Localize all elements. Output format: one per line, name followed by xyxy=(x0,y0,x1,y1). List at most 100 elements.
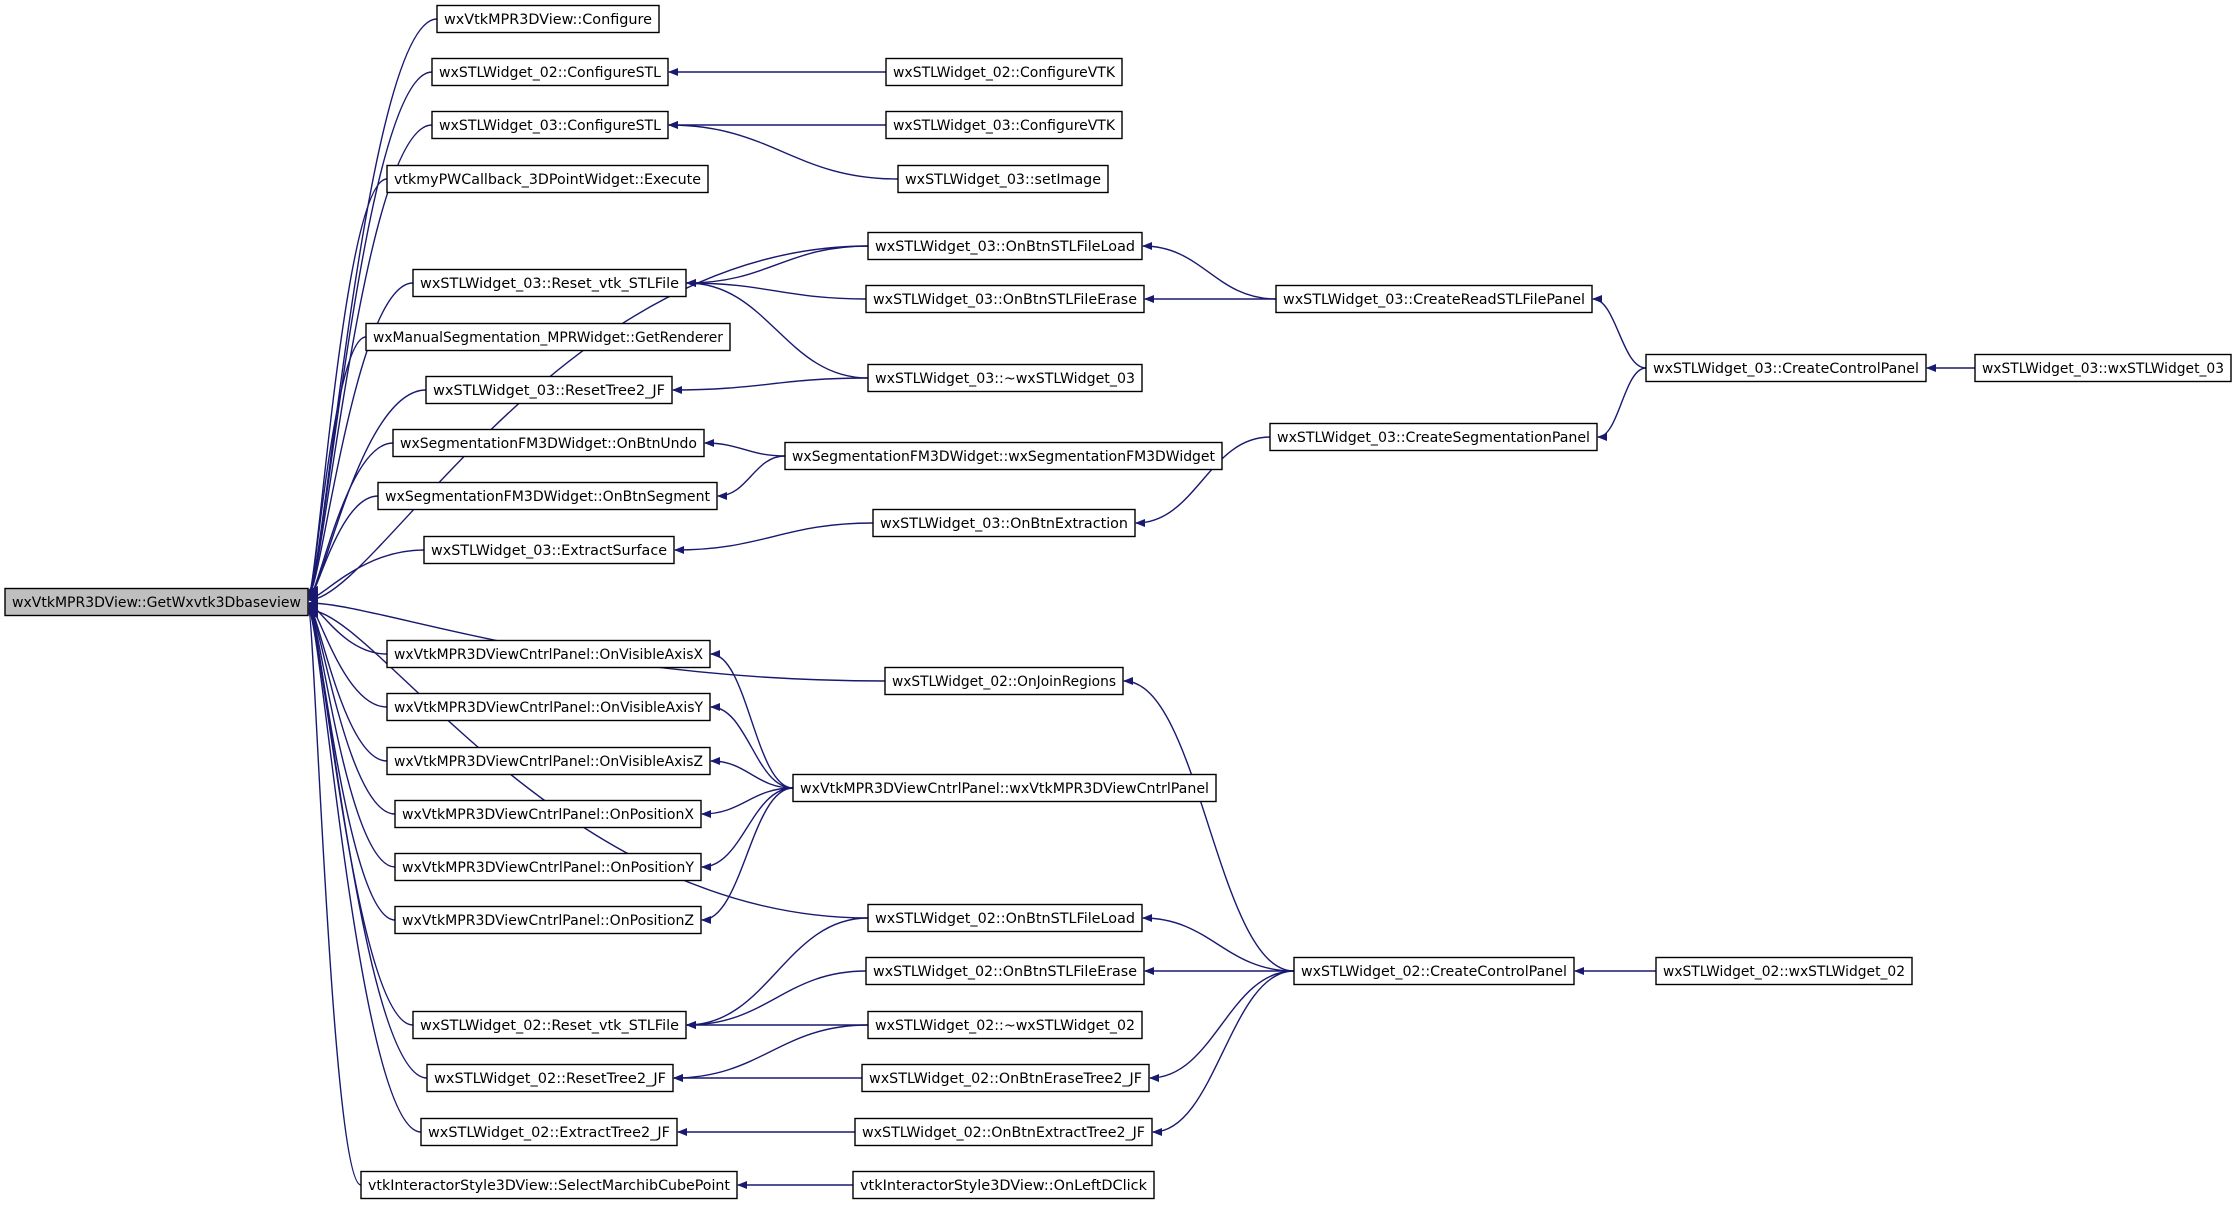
node-box xyxy=(897,164,1109,194)
node-box xyxy=(885,57,1123,87)
edge-d4-to-root xyxy=(308,245,869,604)
node-label: wxVtkMPR3DViewCntrlPanel::OnPositionY xyxy=(402,860,694,876)
node-label: wxVtkMPR3DViewCntrlPanel::OnVisibleAxisY xyxy=(394,700,703,716)
graph-node-c20[interactable]: vtkInteractorStyle3DView::SelectMarchibC… xyxy=(360,1170,738,1200)
node-label: wxSTLWidget_02::Reset_vtk_STLFile xyxy=(420,1018,679,1034)
graph-node-c10[interactable]: wxSTLWidget_03::ExtractSurface xyxy=(423,535,675,565)
edge-d10-to-c14 xyxy=(701,787,794,818)
graph-node-c12[interactable]: wxVtkMPR3DViewCntrlPanel::OnVisibleAxisY xyxy=(386,692,711,722)
graph-node-c8[interactable]: wxSegmentationFM3DWidget::OnBtnUndo xyxy=(392,428,705,458)
graph-node-e2[interactable]: wxSTLWidget_03::CreateSegmentationPanel xyxy=(1269,422,1598,452)
graph-node-d15[interactable]: wxSTLWidget_02::OnBtnExtractTree2_JF xyxy=(854,1117,1153,1147)
graph-node-c3[interactable]: wxSTLWidget_03::ConfigureSTL xyxy=(431,110,669,140)
edge-d4-to-c5 xyxy=(686,245,869,287)
node-label: wxSTLWidget_03::CreateControlPanel xyxy=(1653,361,1919,377)
graph-node-c17[interactable]: wxSTLWidget_02::Reset_vtk_STLFile xyxy=(412,1010,687,1040)
graph-node-c6[interactable]: wxManualSegmentation_MPRWidget::GetRende… xyxy=(365,322,731,352)
edge-c14-to-root xyxy=(308,603,396,815)
node-box xyxy=(386,639,711,669)
graph-node-c15[interactable]: wxVtkMPR3DViewCntrlPanel::OnPositionY xyxy=(394,852,702,882)
edge-d5-to-c5 xyxy=(686,279,867,300)
node-label: wxVtkMPR3DViewCntrlPanel::OnVisibleAxisZ xyxy=(394,754,703,770)
node-box xyxy=(865,956,1145,986)
edge-f1-to-e1 xyxy=(1592,295,1647,369)
graph-node-c13[interactable]: wxVtkMPR3DViewCntrlPanel::OnVisibleAxisZ xyxy=(386,746,711,776)
graph-node-c9[interactable]: wxSegmentationFM3DWidget::OnBtnSegment xyxy=(377,481,718,511)
node-label: wxVtkMPR3DView::GetWxvtk3Dbaseview xyxy=(12,595,301,611)
node-box xyxy=(1974,353,2232,383)
graph-node-c5[interactable]: wxSTLWidget_03::Reset_vtk_STLFile xyxy=(412,268,687,298)
graph-node-d3[interactable]: wxSTLWidget_03::setImage xyxy=(897,164,1109,194)
node-label: wxSTLWidget_02::OnBtnSTLFileLoad xyxy=(875,911,1135,927)
node-label: wxSTLWidget_03::ResetTree2_JF xyxy=(433,383,665,399)
graph-node-c19[interactable]: wxSTLWidget_02::ExtractTree2_JF xyxy=(420,1117,678,1147)
graph-node-root[interactable]: wxVtkMPR3DView::GetWxvtk3Dbaseview xyxy=(4,587,309,617)
edge-d8-to-c10 xyxy=(674,522,874,554)
graph-node-c1[interactable]: wxVtkMPR3DView::Configure xyxy=(436,4,660,34)
graph-node-d5[interactable]: wxSTLWidget_03::OnBtnSTLFileErase xyxy=(865,284,1145,314)
node-box xyxy=(420,1117,678,1147)
node-box xyxy=(377,481,718,511)
graph-node-e3[interactable]: wxSTLWidget_02::CreateControlPanel xyxy=(1293,956,1575,986)
node-label: wxVtkMPR3DViewCntrlPanel::OnVisibleAxisX xyxy=(394,647,703,663)
node-label: vtkInteractorStyle3DView::OnLeftDClick xyxy=(860,1178,1148,1194)
graph-node-c2[interactable]: wxSTLWidget_02::ConfigureSTL xyxy=(431,57,669,87)
edge-d10-to-c12 xyxy=(710,703,794,789)
node-box xyxy=(426,1063,674,1093)
graph-node-d14[interactable]: wxSTLWidget_02::OnBtnEraseTree2_JF xyxy=(861,1063,1150,1093)
edge-d13-to-c18 xyxy=(673,1024,869,1082)
edge-e3-to-d14 xyxy=(1149,970,1295,1082)
node-box xyxy=(431,110,669,140)
graph-node-c16[interactable]: wxVtkMPR3DViewCntrlPanel::OnPositionZ xyxy=(394,905,702,935)
node-box xyxy=(1269,422,1598,452)
edge-c5-to-root xyxy=(308,282,414,598)
graph-node-c11[interactable]: wxVtkMPR3DViewCntrlPanel::OnVisibleAxisX xyxy=(386,639,711,669)
edge-e2-to-d8 xyxy=(1135,436,1271,527)
graph-node-c4[interactable]: vtkmyPWCallback_3DPointWidget::Execute xyxy=(386,164,709,194)
graph-node-d9[interactable]: wxSTLWidget_02::OnJoinRegions xyxy=(884,666,1124,696)
graph-node-c14[interactable]: wxVtkMPR3DViewCntrlPanel::OnPositionX xyxy=(394,799,702,829)
edge-d7-to-c8 xyxy=(704,439,786,457)
graph-node-c18[interactable]: wxSTLWidget_02::ResetTree2_JF xyxy=(426,1063,674,1093)
node-box xyxy=(852,1170,1155,1200)
graph-node-d4[interactable]: wxSTLWidget_03::OnBtnSTLFileLoad xyxy=(867,231,1143,261)
graph-node-d10[interactable]: wxVtkMPR3DViewCntrlPanel::wxVtkMPR3DView… xyxy=(792,773,1217,803)
edge-d6-to-c5 xyxy=(686,279,869,379)
node-box xyxy=(423,535,675,565)
node-box xyxy=(386,164,709,194)
graph-node-d7[interactable]: wxSegmentationFM3DWidget::wxSegmentation… xyxy=(784,441,1223,471)
node-box xyxy=(392,428,705,458)
node-box xyxy=(867,903,1143,933)
graph-node-f2[interactable]: wxSTLWidget_02::wxSTLWidget_02 xyxy=(1655,956,1913,986)
graph-node-d16[interactable]: vtkInteractorStyle3DView::OnLeftDClick xyxy=(852,1170,1155,1200)
graph-node-d13[interactable]: wxSTLWidget_02::~wxSTLWidget_02 xyxy=(867,1010,1143,1040)
node-label: wxSTLWidget_02::OnBtnSTLFileErase xyxy=(873,964,1137,980)
graph-node-e1[interactable]: wxSTLWidget_03::CreateReadSTLFilePanel xyxy=(1275,284,1593,314)
edge-e3-to-d11 xyxy=(1142,914,1295,972)
graph-node-d12[interactable]: wxSTLWidget_02::OnBtnSTLFileErase xyxy=(865,956,1145,986)
graph-node-d6[interactable]: wxSTLWidget_03::~wxSTLWidget_03 xyxy=(867,363,1143,393)
node-label: wxSegmentationFM3DWidget::OnBtnUndo xyxy=(400,436,697,452)
graph-node-d2[interactable]: wxSTLWidget_03::ConfigureVTK xyxy=(885,110,1123,140)
graph-node-f1[interactable]: wxSTLWidget_03::CreateControlPanel xyxy=(1645,353,1927,383)
node-box xyxy=(1645,353,1927,383)
graph-node-c7[interactable]: wxSTLWidget_03::ResetTree2_JF xyxy=(425,375,673,405)
edge-d7-to-c9 xyxy=(717,455,786,500)
graph-node-g1[interactable]: wxSTLWidget_03::wxSTLWidget_03 xyxy=(1974,353,2232,383)
edge-d10-to-c15 xyxy=(701,787,794,871)
node-label: wxSTLWidget_03::OnBtnSTLFileErase xyxy=(873,292,1137,308)
node-label: wxSTLWidget_03::OnBtnExtraction xyxy=(880,516,1128,532)
node-label: vtkmyPWCallback_3DPointWidget::Execute xyxy=(394,172,701,188)
graph-node-d8[interactable]: wxSTLWidget_03::OnBtnExtraction xyxy=(872,508,1136,538)
node-box xyxy=(865,284,1145,314)
node-label: vtkInteractorStyle3DView::SelectMarchibC… xyxy=(368,1178,730,1194)
edge-e1-to-d4 xyxy=(1142,242,1277,300)
node-box xyxy=(792,773,1217,803)
node-label: wxSTLWidget_03::setImage xyxy=(905,172,1101,188)
node-box xyxy=(867,231,1143,261)
graph-node-d1[interactable]: wxSTLWidget_02::ConfigureVTK xyxy=(885,57,1123,87)
node-label: wxSTLWidget_03::CreateSegmentationPanel xyxy=(1277,430,1590,446)
graph-node-d11[interactable]: wxSTLWidget_02::OnBtnSTLFileLoad xyxy=(867,903,1143,933)
node-box xyxy=(360,1170,738,1200)
node-box xyxy=(394,905,702,935)
